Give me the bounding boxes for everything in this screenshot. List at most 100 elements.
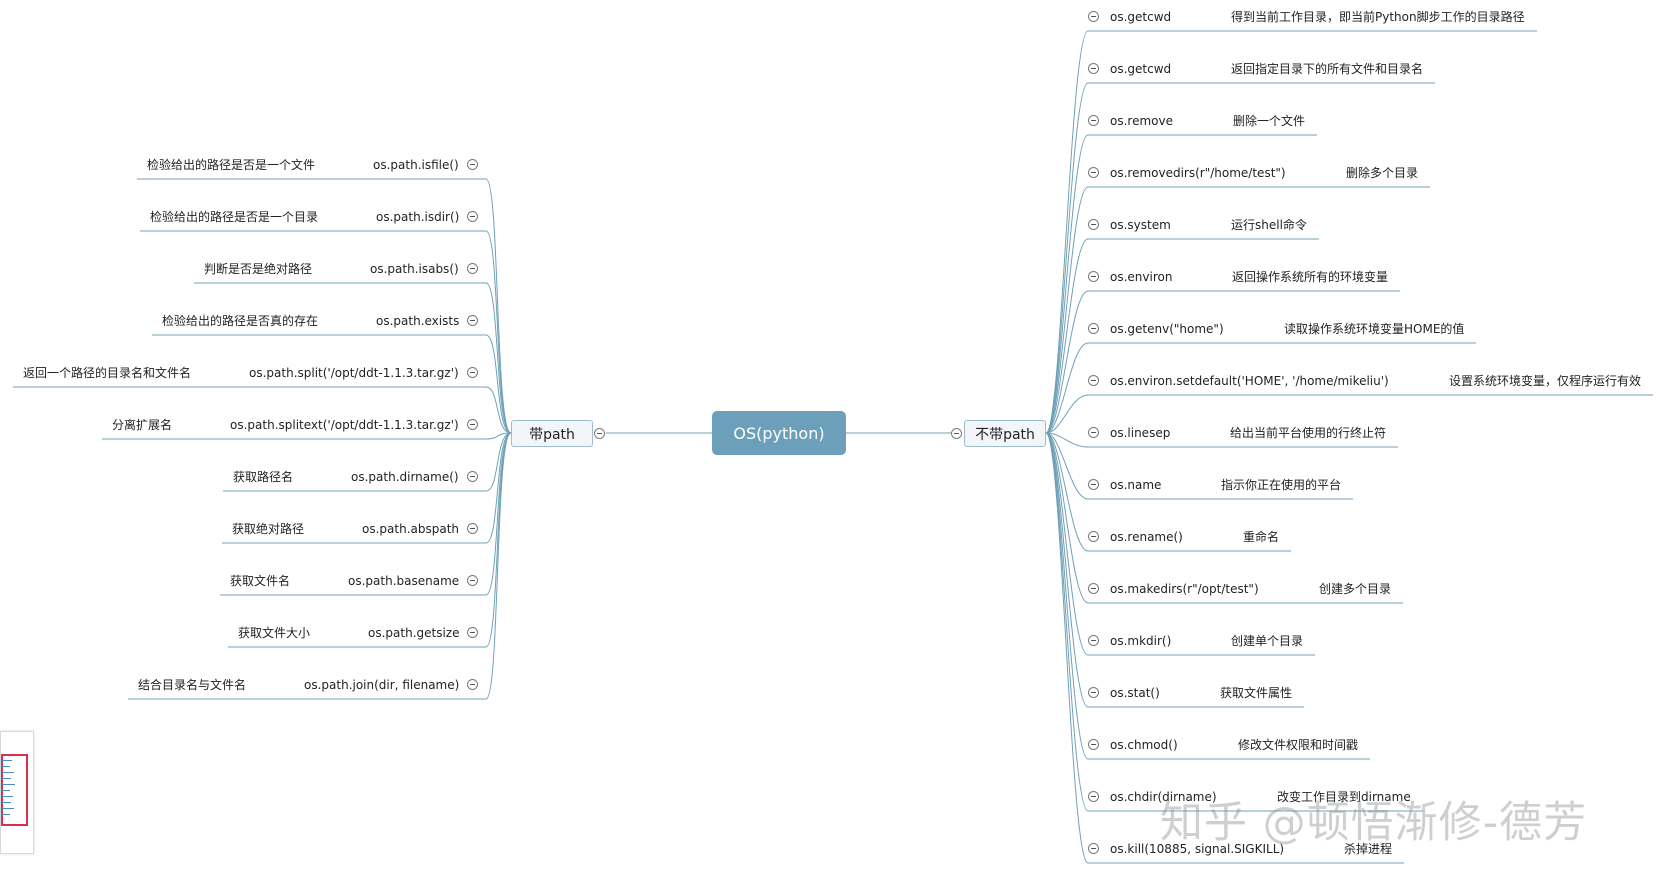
- branch-node-label: 不带path: [975, 426, 1035, 443]
- right-item-method[interactable]: os.chmod(): [1110, 738, 1178, 752]
- left-item-method[interactable]: os.path.abspath: [362, 522, 460, 536]
- right-item-method[interactable]: os.chdir(dirname): [1110, 790, 1217, 804]
- left-item-method[interactable]: os.path.getsize: [368, 626, 460, 640]
- left-item-description: 获取路径名: [233, 470, 294, 484]
- collapse-icon[interactable]: [467, 627, 478, 638]
- right-item-method[interactable]: os.mkdir(): [1110, 634, 1172, 648]
- collapse-icon[interactable]: [467, 263, 478, 274]
- right-item-description: 删除一个文件: [1233, 114, 1306, 128]
- left-item-connector: [485, 282, 512, 434]
- collapse-icon[interactable]: [1088, 375, 1099, 386]
- left-item-method[interactable]: os.path.join(dir, filename): [304, 678, 460, 692]
- right-item-description: 创建单个目录: [1231, 634, 1304, 648]
- left-item-method[interactable]: os.path.exists: [376, 314, 460, 328]
- collapse-icon[interactable]: [467, 471, 478, 482]
- left-item-description: 获取文件名: [230, 574, 291, 588]
- right-item-connector: [1045, 82, 1089, 434]
- right-item-description: 创建多个目录: [1319, 582, 1392, 596]
- left-item-description: 获取文件大小: [238, 626, 311, 640]
- collapse-icon[interactable]: [1088, 687, 1099, 698]
- collapse-icon[interactable]: [467, 159, 478, 170]
- left-item-description: 返回一个路径的目录名和文件名: [23, 366, 192, 380]
- collapse-icon[interactable]: [1088, 479, 1099, 490]
- right-item-method[interactable]: os.stat(): [1110, 686, 1160, 700]
- right-item-description: 修改文件权限和时间戳: [1238, 738, 1359, 752]
- right-item-connector: [1045, 432, 1089, 448]
- root-node-label: OS(python): [733, 423, 825, 443]
- collapse-icon[interactable]: [1088, 11, 1099, 22]
- right-item-method[interactable]: os.linesep: [1110, 426, 1171, 440]
- collapse-icon[interactable]: [1088, 323, 1099, 334]
- left-item-method[interactable]: os.path.isfile(): [373, 158, 459, 172]
- right-item-method[interactable]: os.removedirs(r"/home/test"): [1110, 166, 1286, 180]
- branch-node-with-path[interactable]: 带path: [511, 420, 593, 447]
- left-item-method[interactable]: os.path.split('/opt/ddt-1.1.3.tar.gz'): [249, 366, 459, 380]
- collapse-icon[interactable]: [1088, 63, 1099, 74]
- right-item-description: 返回操作系统所有的环境变量: [1232, 270, 1389, 284]
- left-item-connector: [485, 432, 512, 648]
- collapse-icon[interactable]: [1088, 167, 1099, 178]
- right-item-description: 改变工作目录到dirname: [1277, 790, 1411, 804]
- left-item-connector: [485, 386, 512, 434]
- right-item-description: 运行shell命令: [1231, 218, 1307, 232]
- collapse-icon[interactable]: [1088, 739, 1099, 750]
- left-item-description: 判断是否是绝对路径: [204, 262, 313, 276]
- collapse-icon[interactable]: [1088, 583, 1099, 594]
- right-item-connector: [1045, 342, 1089, 434]
- collapse-icon[interactable]: [1088, 843, 1099, 854]
- right-item-method[interactable]: os.makedirs(r"/opt/test"): [1110, 582, 1259, 596]
- left-item-connector: [485, 432, 512, 700]
- left-item-method[interactable]: os.path.splitext('/opt/ddt-1.1.3.tar.gz'…: [230, 418, 459, 432]
- collapse-icon[interactable]: [1088, 427, 1099, 438]
- right-item-method[interactable]: os.getcwd: [1110, 10, 1172, 24]
- right-item-connector: [1045, 238, 1089, 434]
- minimap-line: [2, 790, 10, 791]
- right-item-method[interactable]: os.getcwd: [1110, 62, 1172, 76]
- left-item-connector: [485, 432, 512, 440]
- right-item-method[interactable]: os.remove: [1110, 114, 1173, 128]
- right-item-description: 给出当前平台使用的行终止符: [1230, 426, 1387, 440]
- collapse-icon[interactable]: [467, 367, 478, 378]
- left-item-connector: [485, 432, 512, 492]
- collapse-icon[interactable]: [1088, 791, 1099, 802]
- right-item-method[interactable]: os.environ.setdefault('HOME', '/home/mik…: [1110, 374, 1389, 388]
- right-item-method[interactable]: os.getenv("home"): [1110, 322, 1224, 336]
- right-item-connector: [1045, 432, 1089, 604]
- right-item-method[interactable]: os.system: [1110, 218, 1171, 232]
- left-item-method[interactable]: os.path.dirname(): [351, 470, 459, 484]
- collapse-icon[interactable]: [1088, 531, 1099, 542]
- collapse-icon[interactable]: [467, 523, 478, 534]
- collapse-icon[interactable]: [467, 211, 478, 222]
- root-node[interactable]: OS(python): [712, 411, 846, 455]
- left-item-connector: [485, 432, 512, 544]
- minimap[interactable]: [0, 731, 34, 854]
- left-item-method[interactable]: os.path.isabs(): [370, 262, 459, 276]
- left-item-connector: [485, 230, 512, 434]
- collapse-icon[interactable]: [467, 419, 478, 430]
- right-item-connector: [1045, 432, 1089, 552]
- branch-node-without-path[interactable]: 不带path: [964, 420, 1046, 447]
- left-item-method[interactable]: os.path.isdir(): [376, 210, 460, 224]
- left-item-description: 结合目录名与文件名: [138, 678, 247, 692]
- collapse-icon[interactable]: [467, 575, 478, 586]
- right-item-connector: [1045, 432, 1089, 812]
- collapse-icon[interactable]: [1088, 271, 1099, 282]
- collapse-icon[interactable]: [1088, 635, 1099, 646]
- collapse-icon-without-path[interactable]: [951, 428, 962, 439]
- collapse-icon[interactable]: [1088, 219, 1099, 230]
- minimap-line: [2, 772, 14, 773]
- left-item-description: 检验给出的路径是否是一个文件: [147, 158, 316, 172]
- minimap-line: [2, 802, 11, 803]
- right-item-method[interactable]: os.name: [1110, 478, 1162, 492]
- right-item-method[interactable]: os.kill(10885, signal.SIGKILL): [1110, 842, 1285, 856]
- right-item-method[interactable]: os.environ: [1110, 270, 1173, 284]
- right-item-connector: [1045, 432, 1089, 656]
- minimap-line: [2, 796, 13, 797]
- right-item-description: 指示你正在使用的平台: [1221, 478, 1342, 492]
- collapse-icon[interactable]: [467, 679, 478, 690]
- left-item-method[interactable]: os.path.basename: [348, 574, 460, 588]
- collapse-icon[interactable]: [467, 315, 478, 326]
- collapse-icon-with-path[interactable]: [594, 428, 605, 439]
- collapse-icon[interactable]: [1088, 115, 1099, 126]
- right-item-method[interactable]: os.rename(): [1110, 530, 1183, 544]
